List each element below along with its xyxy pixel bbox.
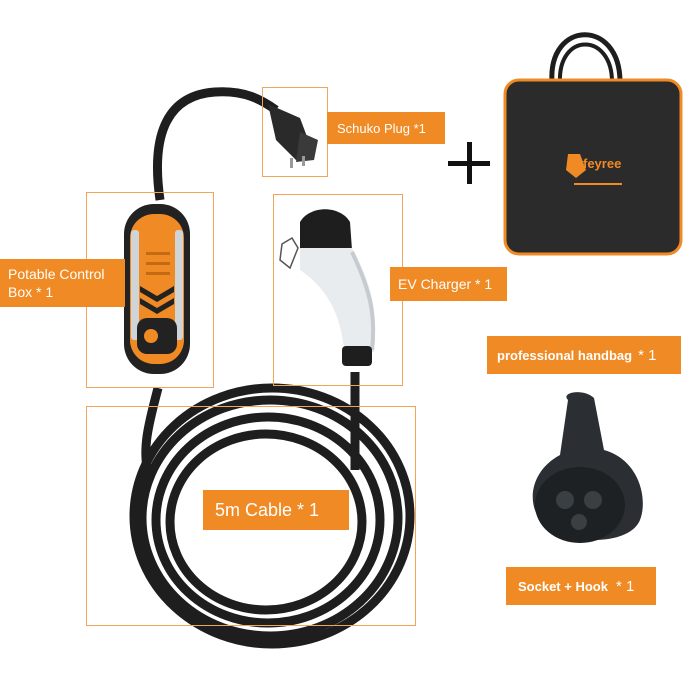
coiled-cable [129,383,415,649]
cable-to-coil [141,386,163,482]
cable-label: 5m Cable * 1 [203,490,349,530]
control-box [124,204,190,374]
socket-label-text: Socket + Hook [518,578,608,594]
control-box-label-line1: Potable Control [8,266,105,282]
socket-label: Socket + Hook * 1 [506,567,656,605]
cable-to-plug [152,87,279,201]
handbag-label-qty: * 1 [638,346,657,364]
ev-charger-label: EV Charger * 1 [390,267,507,301]
ev-charger [279,209,376,366]
handbag-label: professional handbag * 1 [487,336,681,374]
bag-brand-text: feyree [583,156,622,171]
control-box-label-line2: Box * 1 [8,284,54,300]
schuko-label: Schuko Plug *1 [327,112,445,144]
carry-bag [503,32,683,256]
ev-charger-frame [273,194,403,386]
ev-charger-label-text: EV Charger * 1 [398,276,493,292]
control-box-label: Potable Control Box * 1 [0,259,125,307]
cable-label-text: 5m Cable * 1 [215,499,320,520]
brand-logo-icon [566,154,586,178]
handbag-label-text: professional handbag [497,347,633,363]
schuko-label-text: Schuko Plug *1 [337,120,426,136]
socket-label-qty: * 1 [615,577,635,595]
plus-icon [448,142,490,184]
cable-frame [86,406,416,626]
schuko-plug [268,104,318,168]
socket-hook [532,392,643,543]
schuko-frame [262,87,328,177]
